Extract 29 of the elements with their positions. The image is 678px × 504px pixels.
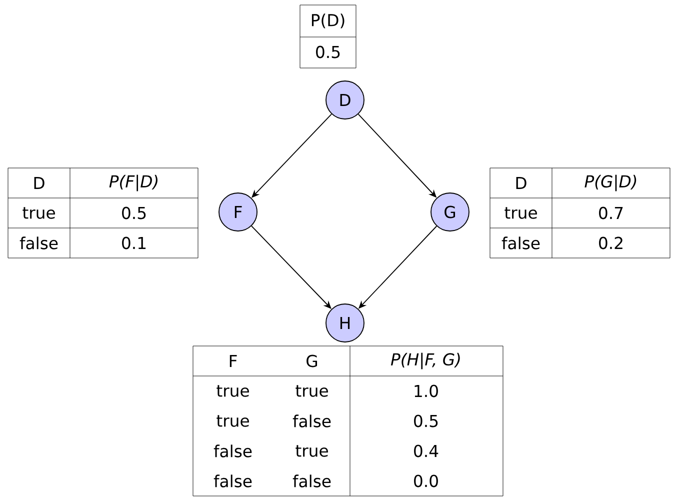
label: 0.1 xyxy=(122,236,146,250)
label: F xyxy=(230,355,237,367)
label: 0.7 xyxy=(599,206,623,220)
label: 0.4 xyxy=(414,444,438,458)
label: 0.5 xyxy=(122,206,146,220)
probability-table: F G P(H|F, G) true true 1.0 true false 0.5 false true 0.4 false false 0.0 xyxy=(192,346,504,496)
arrow xyxy=(251,226,332,309)
label: D xyxy=(34,177,44,189)
label: false xyxy=(214,444,252,458)
label: false xyxy=(292,414,331,428)
label: false xyxy=(502,236,540,250)
label: P(G|D) xyxy=(584,174,636,192)
label: true xyxy=(296,385,328,397)
label: false xyxy=(214,474,252,488)
label: true xyxy=(216,385,249,397)
label: G xyxy=(306,354,318,368)
label: 0.2 xyxy=(599,236,622,250)
label: true xyxy=(296,445,328,457)
label: 0.0 xyxy=(414,474,438,488)
label: 1.0 xyxy=(414,384,438,398)
probability-table: D P(G|D) true 0.7 false 0.2 xyxy=(490,168,670,258)
label: true xyxy=(22,207,55,219)
label: D xyxy=(516,177,526,189)
probability-table: P(D) 0.5 xyxy=(300,4,356,68)
label: false xyxy=(20,236,58,250)
probability-table: D P(F|D) true 0.5 false 0.1 xyxy=(8,168,198,258)
label: 0.5 xyxy=(414,414,438,428)
label: false xyxy=(292,474,331,488)
label: true xyxy=(216,415,249,427)
